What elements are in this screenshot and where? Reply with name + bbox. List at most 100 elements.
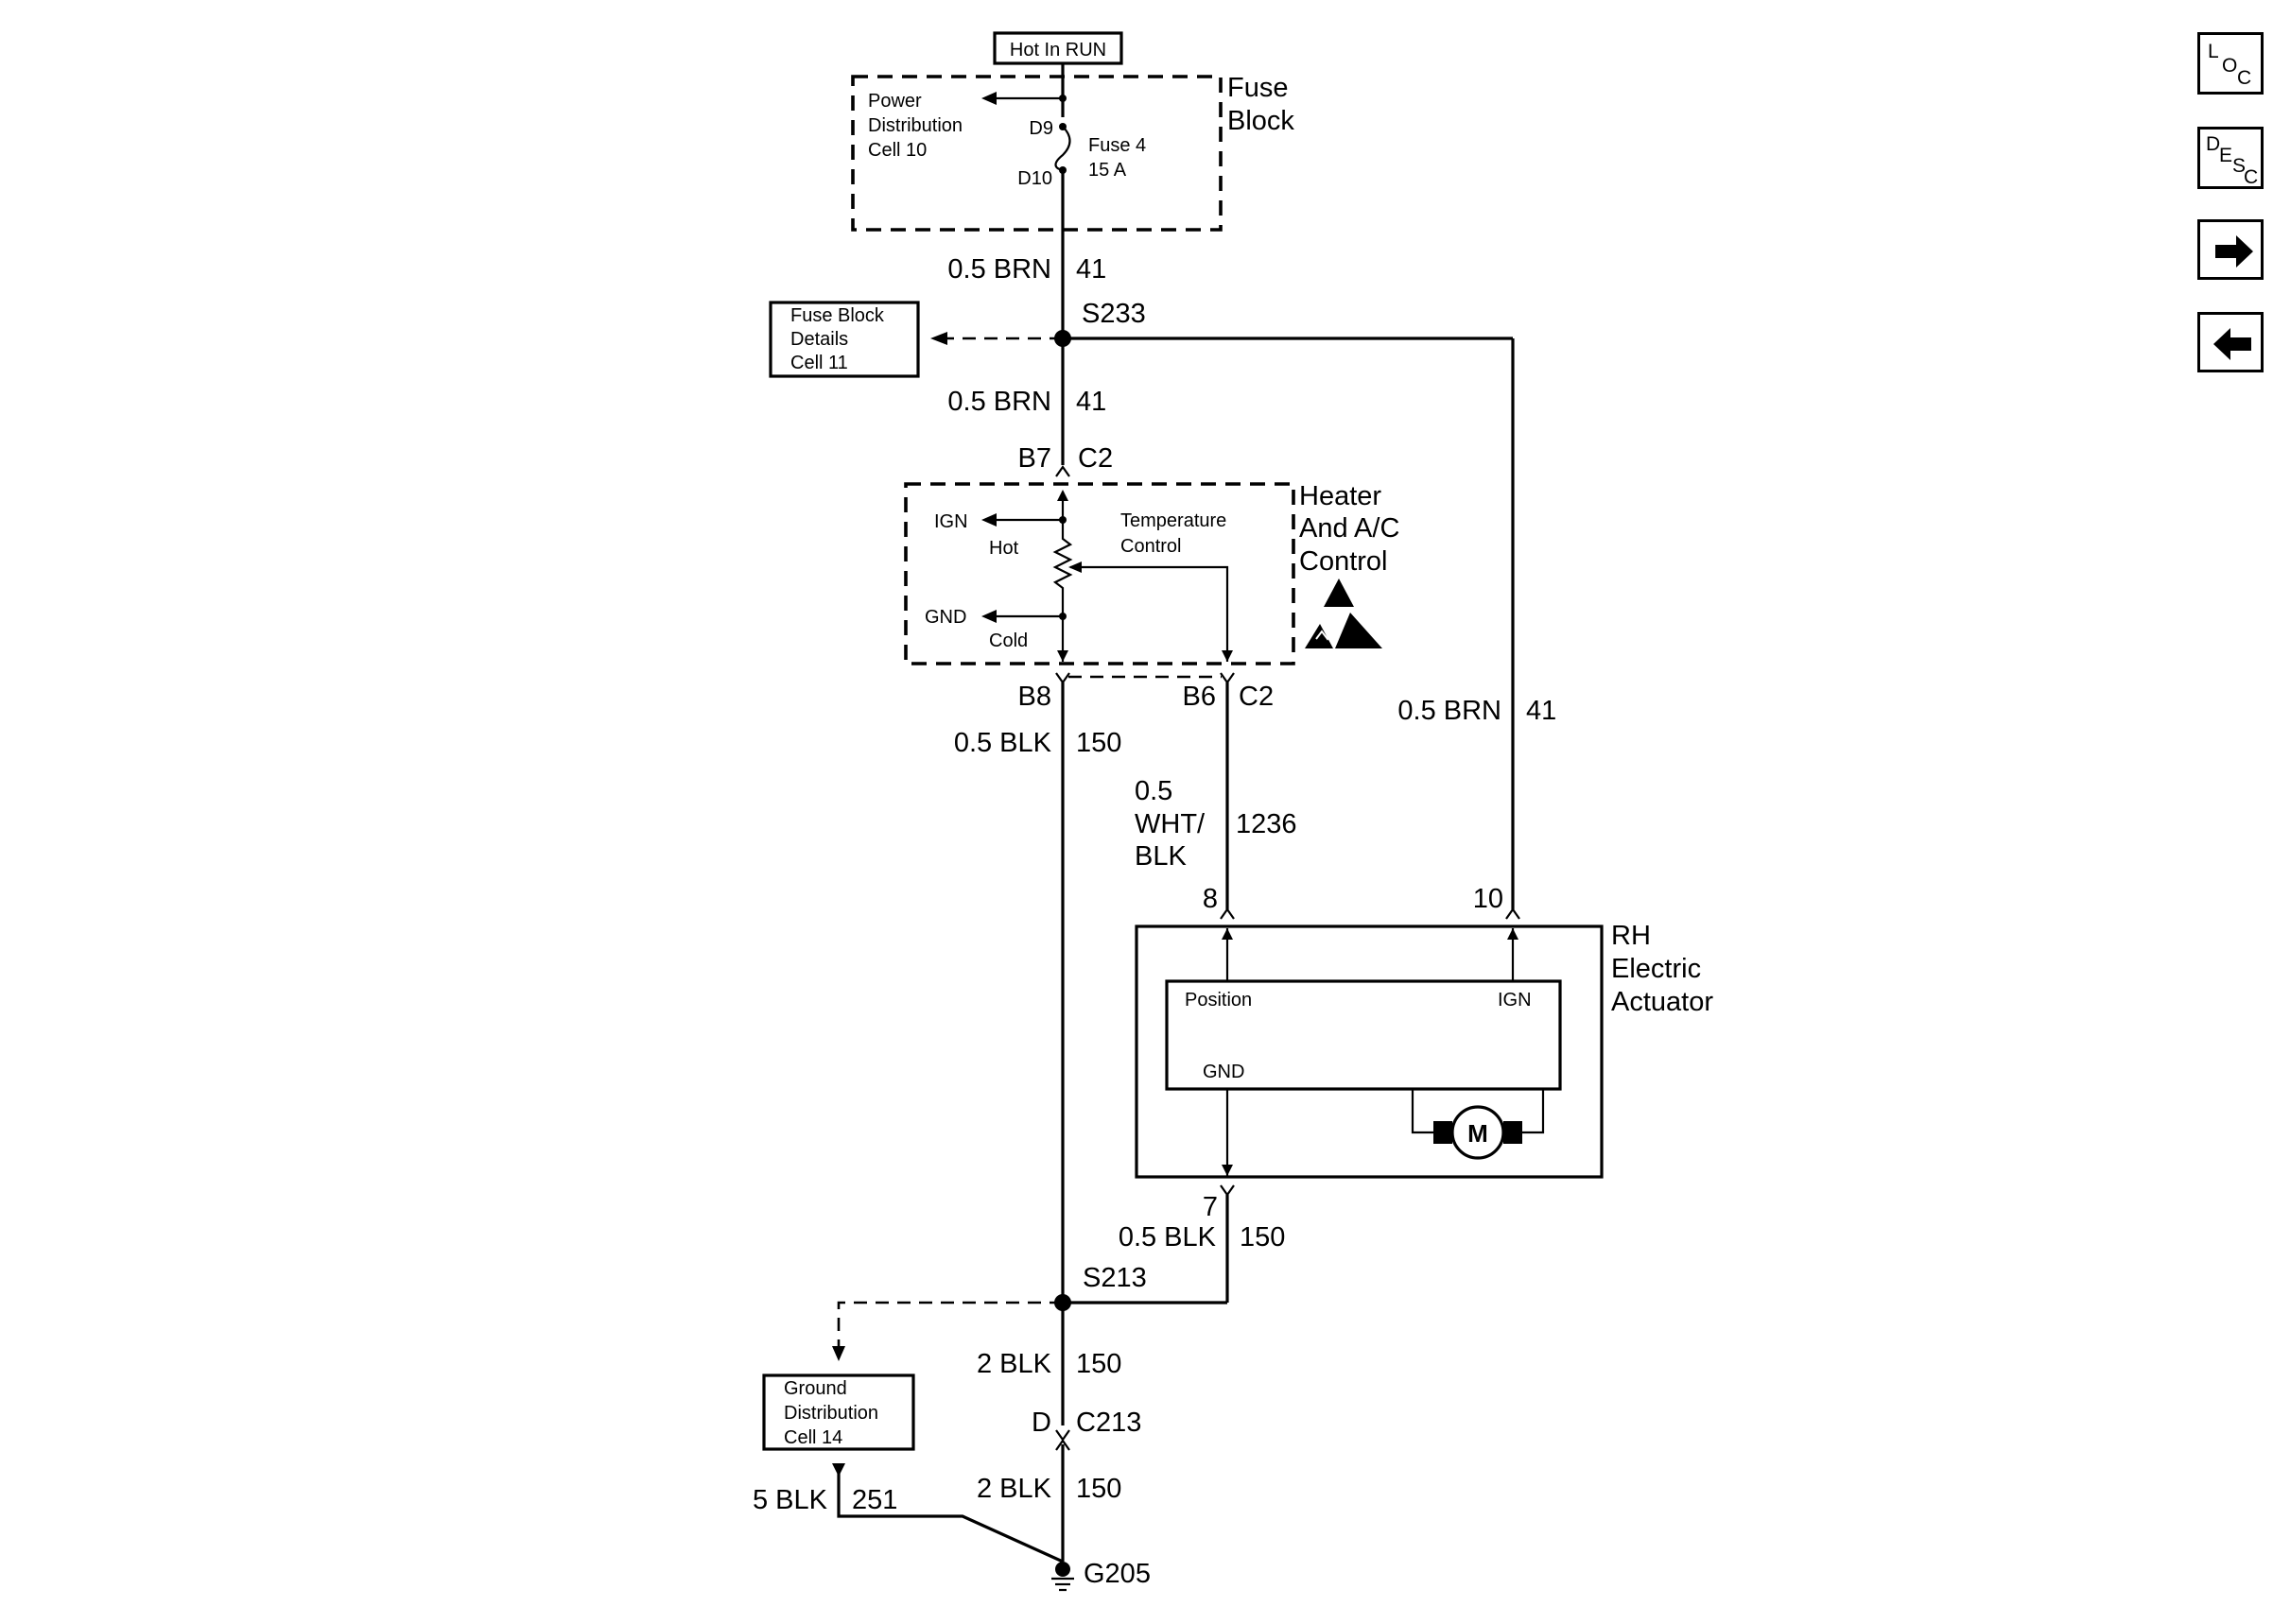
- connector-b6-label: B6: [1183, 682, 1216, 712]
- actuator-pin-8-label: 8: [1203, 884, 1218, 914]
- fuse-block-label-1: Fuse: [1227, 73, 1288, 103]
- fuse-block-details-arrowhead: [930, 332, 947, 345]
- hot-label: Hot: [989, 538, 1019, 559]
- hvac-control-label-2: And A/C: [1299, 513, 1399, 544]
- esd-sensitive-icon: [1305, 579, 1382, 648]
- wiper-down-arrow: [1222, 650, 1233, 662]
- ground-g205-node: [1055, 1562, 1070, 1577]
- wire-150-upper-gauge: 0.5 BLK: [954, 728, 1052, 758]
- wire-251-arrow: [832, 1463, 845, 1477]
- connector-b7-symbol: [1055, 465, 1070, 477]
- wire-41-upper-circuit: 41: [1076, 254, 1106, 285]
- fuse-pin-d9-label: D9: [1029, 118, 1053, 139]
- connector-b8-label: B8: [1018, 682, 1051, 712]
- fuse-block-details-label-2: Details: [790, 329, 848, 350]
- motor-brush-right: [1503, 1121, 1522, 1144]
- right-arrow-icon: [2215, 235, 2253, 268]
- actuator-position-label: Position: [1185, 990, 1252, 1011]
- desc-letter-e: E: [2219, 145, 2233, 166]
- temperature-wiper-arrow: [1068, 561, 1082, 573]
- power-distribution-label-1: Power: [868, 91, 922, 112]
- wire-1236-color2: BLK: [1135, 841, 1187, 872]
- actuator-pin-10-symbol: [1505, 907, 1520, 920]
- ground-distribution-ref-line: [837, 1301, 1063, 1346]
- cold-label: Cold: [989, 631, 1028, 651]
- hot-in-run-box: [993, 31, 1123, 65]
- wire-1236-color1: WHT/: [1135, 809, 1206, 839]
- hvac-inner-bottom-arrow: [1057, 650, 1068, 662]
- description-button[interactable]: D E S C: [2197, 127, 2264, 189]
- connector-c213-symbol-bottom: [1055, 1439, 1070, 1451]
- motor-lead-left: [1411, 1089, 1433, 1134]
- actuator-outline: [1135, 924, 1604, 1179]
- wire-2blk-lower-gauge: 2 BLK: [977, 1474, 1052, 1504]
- desc-letter-d: D: [2206, 133, 2221, 155]
- fuse-pin-d10-label: D10: [1017, 168, 1052, 189]
- ground-distribution-arrowhead: [832, 1346, 845, 1361]
- actuator-label-2: Electric: [1611, 954, 1701, 984]
- splice-s213-label: S213: [1083, 1263, 1147, 1293]
- fuse-rating-label: 15 A: [1088, 160, 1127, 181]
- actuator-position-arrow: [1222, 928, 1233, 940]
- connector-b8-symbol: [1055, 672, 1070, 684]
- ground-distribution-label-3: Cell 14: [784, 1427, 842, 1448]
- location-button[interactable]: L O C: [2197, 32, 2264, 95]
- left-arrow-icon: [2213, 328, 2251, 360]
- temperature-wiper: [1070, 565, 1229, 647]
- power-distribution-label-2: Distribution: [868, 115, 963, 136]
- wire-1236-gauge: 0.5: [1135, 776, 1172, 806]
- actuator-gnd-label: GND: [1203, 1062, 1244, 1082]
- power-distribution-label-3: Cell 10: [868, 140, 927, 161]
- ground-distribution-label-2: Distribution: [784, 1403, 878, 1424]
- actuator-label-1: RH: [1611, 921, 1651, 951]
- motor-icon: [1450, 1105, 1505, 1160]
- fuse-block-details-label-3: Cell 11: [790, 353, 848, 373]
- wire-150-actuator-gauge: 0.5 BLK: [1119, 1222, 1217, 1253]
- fuse-element: [1054, 126, 1071, 172]
- actuator-pin-7-symbol: [1220, 1184, 1235, 1197]
- connector-d-label: D: [1032, 1408, 1051, 1438]
- motor-brush-left: [1433, 1121, 1452, 1144]
- temperature-label-2: Control: [1120, 536, 1181, 557]
- hvac-inner-top-arrow: [1057, 490, 1068, 501]
- connector-c213-symbol-top: [1055, 1429, 1070, 1442]
- wire-2blk-lower-circuit: 150: [1076, 1474, 1121, 1504]
- desc-letter-c: C: [2244, 166, 2259, 188]
- actuator-pin-8-symbol: [1220, 907, 1235, 920]
- fuse-block-details-label-1: Fuse Block: [790, 305, 885, 326]
- wire-251-gauge: 5 BLK: [753, 1485, 828, 1515]
- actuator-pin-7-label: 7: [1203, 1192, 1218, 1222]
- wire-41-mid-circuit: 41: [1076, 387, 1106, 417]
- wire-2blk-upper-gauge: 2 BLK: [977, 1349, 1052, 1379]
- gnd-label: GND: [925, 607, 966, 628]
- loc-letter-o: O: [2222, 55, 2238, 77]
- ground-g205-label: G205: [1084, 1559, 1151, 1589]
- motor-label: M: [1467, 1119, 1488, 1148]
- ground-distribution-label-1: Ground: [784, 1378, 847, 1399]
- actuator-gnd-arrow: [1222, 1165, 1233, 1176]
- fuse-block-details-box: [769, 301, 920, 378]
- desc-letter-s: S: [2232, 155, 2247, 177]
- temperature-label-1: Temperature: [1120, 510, 1226, 531]
- wire-251: [837, 1471, 1064, 1564]
- loc-letter-c: C: [2237, 67, 2252, 89]
- connector-c2-bottom-label: C2: [1239, 682, 1274, 712]
- ign-label: IGN: [934, 511, 968, 532]
- previous-page-button[interactable]: [2197, 312, 2264, 372]
- next-page-button[interactable]: [2197, 219, 2264, 280]
- connector-c213-label: C213: [1076, 1408, 1141, 1438]
- hvac-control-outline: [904, 482, 1295, 665]
- actuator-module: [1165, 979, 1562, 1091]
- connector-b7-label: B7: [1018, 443, 1051, 474]
- hot-in-run-label: Hot In RUN: [1010, 40, 1106, 60]
- fuse-name-label: Fuse 4: [1088, 135, 1146, 156]
- hvac-control-label-1: Heater: [1299, 481, 1381, 511]
- temperature-pot-resistor: [1052, 529, 1073, 616]
- wire-41-mid-gauge: 0.5 BRN: [947, 387, 1051, 417]
- power-dist-arrowhead: [981, 92, 997, 105]
- hvac-control-label-3: Control: [1299, 546, 1388, 577]
- splice-s233-label: S233: [1082, 299, 1146, 329]
- wire-150-upper-circuit: 150: [1076, 728, 1121, 758]
- ground-distribution-box: [762, 1373, 915, 1451]
